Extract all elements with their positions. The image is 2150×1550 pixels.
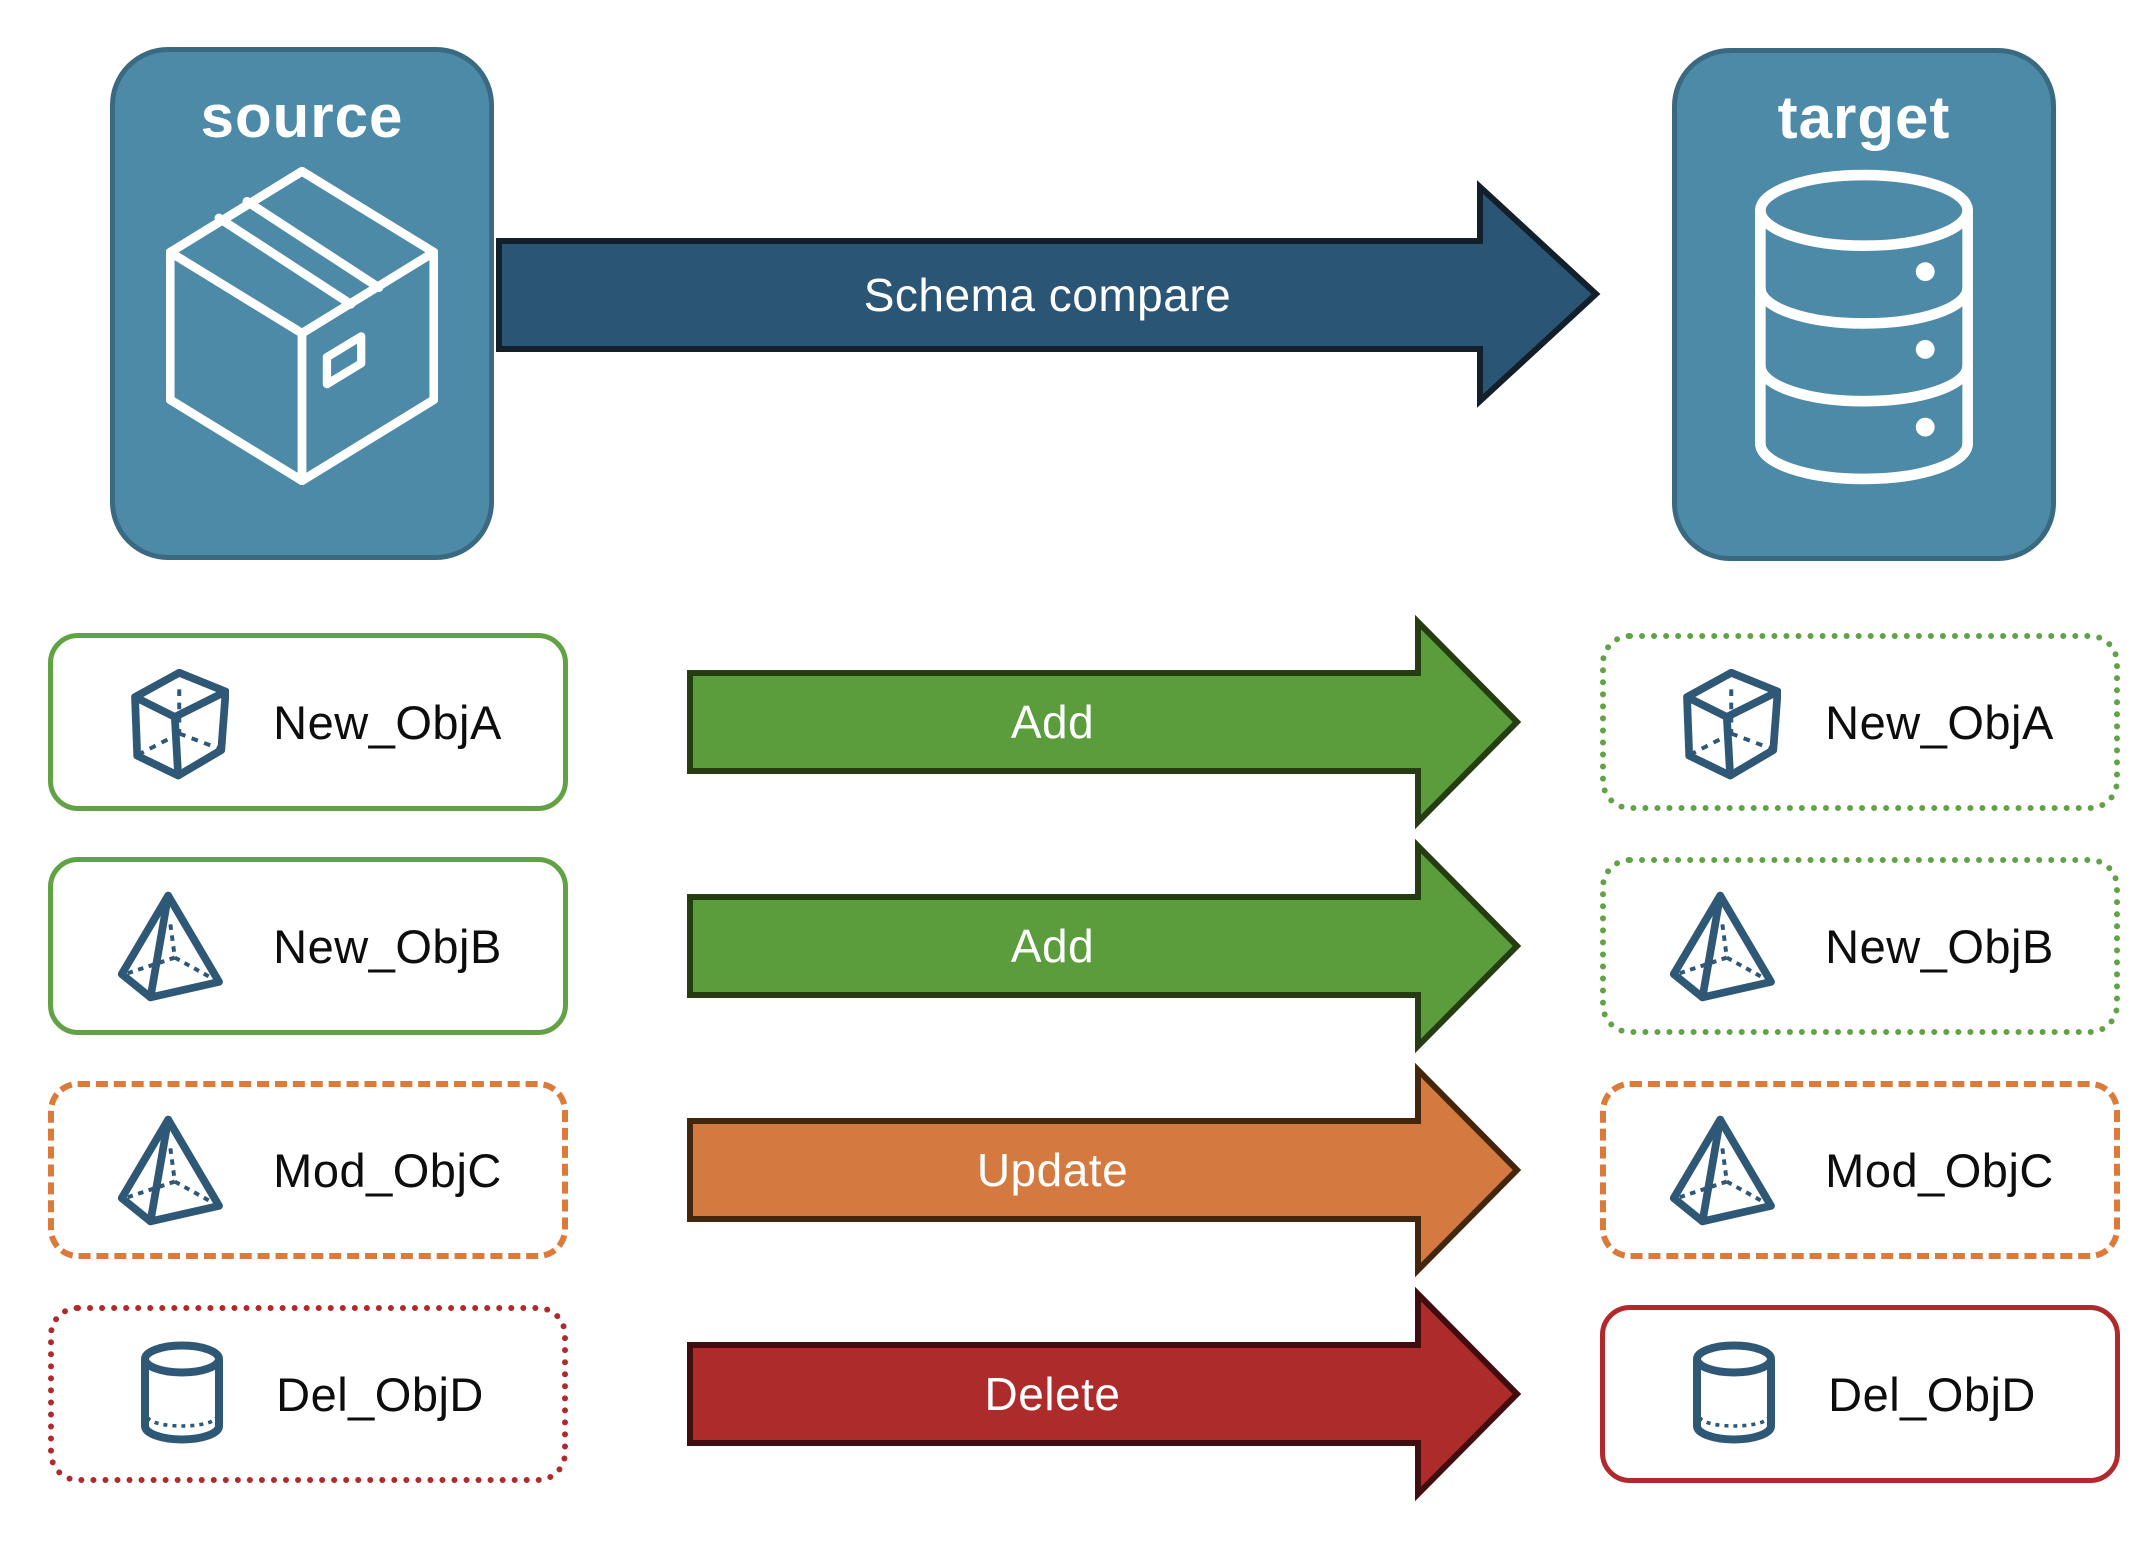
delete-arrow [687, 1286, 1522, 1502]
source-object-box: Mod_ObjC [48, 1081, 568, 1259]
update-arrow-label: Update [976, 1144, 1129, 1196]
target-panel: target [1672, 48, 2056, 561]
object-label: Mod_ObjC [1825, 1143, 2054, 1197]
schema-compare-label: Schema compare [863, 269, 1232, 321]
target-object-box: New_ObjB [1600, 857, 2120, 1035]
source-panel: source [110, 47, 494, 560]
target-title: target [1777, 84, 1951, 151]
add-arrow-label: Add [1010, 920, 1095, 972]
object-label: New_ObjA [273, 695, 502, 749]
schema-compare-arrow [496, 180, 1601, 408]
object-label: Del_ObjD [276, 1367, 484, 1421]
pyramid-3d-icon [1670, 891, 1776, 1001]
package-icon [166, 167, 438, 485]
cube-3d-icon [131, 668, 230, 779]
add-arrow-label: Add [1010, 696, 1095, 748]
pyramid-3d-icon [1670, 1115, 1776, 1225]
database-icon [1755, 169, 1973, 485]
update-arrow [687, 1062, 1522, 1278]
cylinder-3d-icon [1693, 1341, 1776, 1444]
target-object-box: Mod_ObjC [1600, 1081, 2120, 1259]
pyramid-3d-icon [118, 1115, 224, 1225]
target-object-box: Del_ObjD [1600, 1305, 2120, 1483]
source-object-box: Del_ObjD [48, 1305, 568, 1483]
delete-arrow-label: Delete [984, 1368, 1121, 1420]
source-title: source [200, 83, 404, 150]
object-label: Mod_ObjC [273, 1143, 502, 1197]
cube-3d-icon [1683, 668, 1782, 779]
object-label: New_ObjB [1825, 919, 2054, 973]
object-label: Del_ObjD [1828, 1367, 2036, 1421]
object-label: New_ObjA [1825, 695, 2054, 749]
source-object-box: New_ObjB [48, 857, 568, 1035]
pyramid-3d-icon [118, 891, 224, 1001]
target-object-box: New_ObjA [1600, 633, 2120, 811]
cylinder-3d-icon [141, 1341, 224, 1444]
add-arrow [687, 614, 1522, 830]
object-label: New_ObjB [273, 919, 502, 973]
source-object-box: New_ObjA [48, 633, 568, 811]
add-arrow [687, 838, 1522, 1054]
